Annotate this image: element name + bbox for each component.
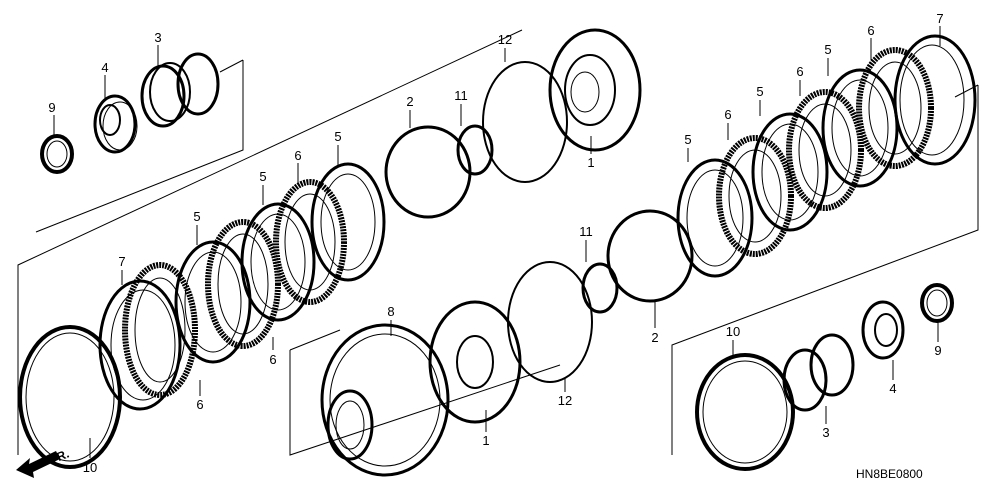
label-12-lower: 12 [558,393,572,408]
part-3-spring-rings-upper [140,52,220,128]
label-1-lower: 1 [482,433,489,448]
label-4-upper: 4 [101,60,108,75]
part-6-friction-disc-2 [205,219,281,349]
part-7-end-plate-left [98,279,182,411]
part-6-friction-disc-3 [273,179,347,305]
label-9-upper: 9 [48,100,55,115]
group-outline-lines [17,29,979,456]
label-9-lower: 9 [934,343,941,358]
front-label: FR. [48,447,71,467]
label-10-left: 10 [83,460,97,475]
label-6-c: 6 [269,352,276,367]
label-6-d: 6 [724,107,731,122]
part-11-o-ring-lower [581,262,619,314]
part-1-piston-upper [548,28,642,152]
part-4-hub-upper [93,94,138,154]
part-10-snap-ring-right [695,353,795,471]
part-9-snap-ring-upper [40,134,74,174]
part-labels: 9 4 3 7 5 5 5 6 6 6 2 11 12 1 10 8 1 12 … [48,11,943,475]
front-arrow-icon [16,451,60,478]
leader-lines [53,26,941,458]
part-9-snap-ring-lower [920,283,954,323]
part-5-steel-plate-6 [821,68,899,188]
part-12-o-ring-lower [507,261,593,383]
part-11-o-ring-upper [456,124,494,176]
label-7-right: 7 [936,11,943,26]
part-6-friction-disc-1 [122,262,198,398]
part-3-spring-rings-lower [782,333,855,412]
label-6-a: 6 [294,148,301,163]
part-10-snap-ring-left [18,325,122,469]
part-12-o-ring-upper [482,61,568,183]
front-indicator: FR. [16,447,71,478]
label-6-e: 6 [796,64,803,79]
label-5-e: 5 [756,84,763,99]
part-5-steel-plate-3 [310,162,386,282]
label-1-upper: 1 [587,155,594,170]
label-5-c: 5 [334,129,341,144]
label-11-upper: 11 [454,88,468,103]
label-7-left: 7 [118,254,125,269]
label-4-lower: 4 [889,381,896,396]
part-1-piston-lower [428,300,522,424]
label-6-b: 6 [196,397,203,412]
label-6-f: 6 [867,23,874,38]
part-2-snap-ring-upper [384,125,472,219]
diagram-code: HN8BE0800 [856,467,923,481]
label-3-upper: 3 [154,30,161,45]
label-5-a: 5 [193,209,200,224]
label-5-d: 5 [684,132,691,147]
part-6-friction-disc-6 [856,47,934,169]
label-8: 8 [387,304,394,319]
part-4-hub-lower [861,300,905,360]
part-5-steel-plate-4 [676,158,754,278]
label-2-lower: 2 [651,330,658,345]
label-5-b: 5 [259,169,266,184]
part-2-snap-ring-lower [606,209,694,303]
label-10-right: 10 [726,324,740,339]
part-7-end-plate-right [893,34,977,166]
label-11-lower: 11 [579,224,593,239]
label-12-upper: 12 [498,32,512,47]
label-3-lower: 3 [822,425,829,440]
label-2-upper: 2 [406,94,413,109]
part-8-clutch-drum [320,323,450,477]
label-5-f: 5 [824,42,831,57]
